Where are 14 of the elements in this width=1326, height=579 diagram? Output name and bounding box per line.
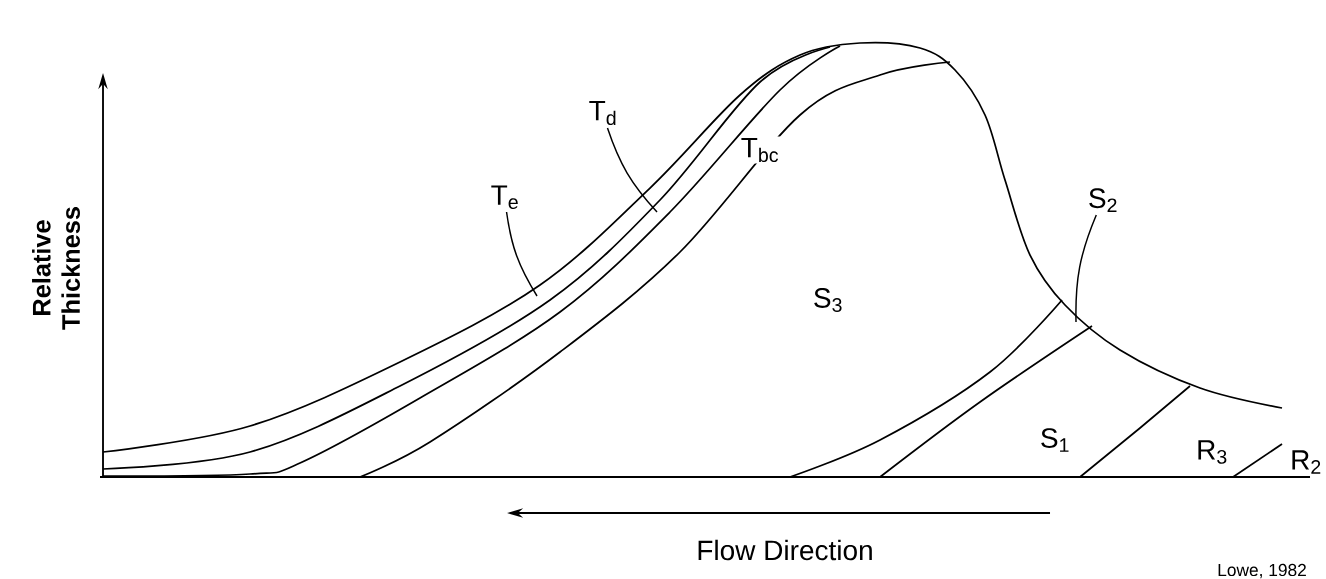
leader-line [606,127,658,213]
layer-label: S$_{3}$ [814,288,842,312]
source-note: Lowe, 1982 [1218,563,1306,579]
axis-title: Flow Direction [698,539,872,561]
layer-label: T$_{d}$ [589,100,616,126]
axis-title: Relative Thickness [32,207,80,330]
layer-label: R$_{2}$ [1292,450,1321,474]
layer-label: T$_{bc}$ [739,136,781,164]
layer-label: S$_{1}$ [1041,428,1069,452]
layer-label: T$_{e}$ [491,185,518,210]
leader-line [505,211,538,297]
layer-label: S$_{2}$ [1089,188,1117,213]
layer-label: R$_{3}$ [1198,440,1227,464]
leader-line [1075,214,1097,323]
